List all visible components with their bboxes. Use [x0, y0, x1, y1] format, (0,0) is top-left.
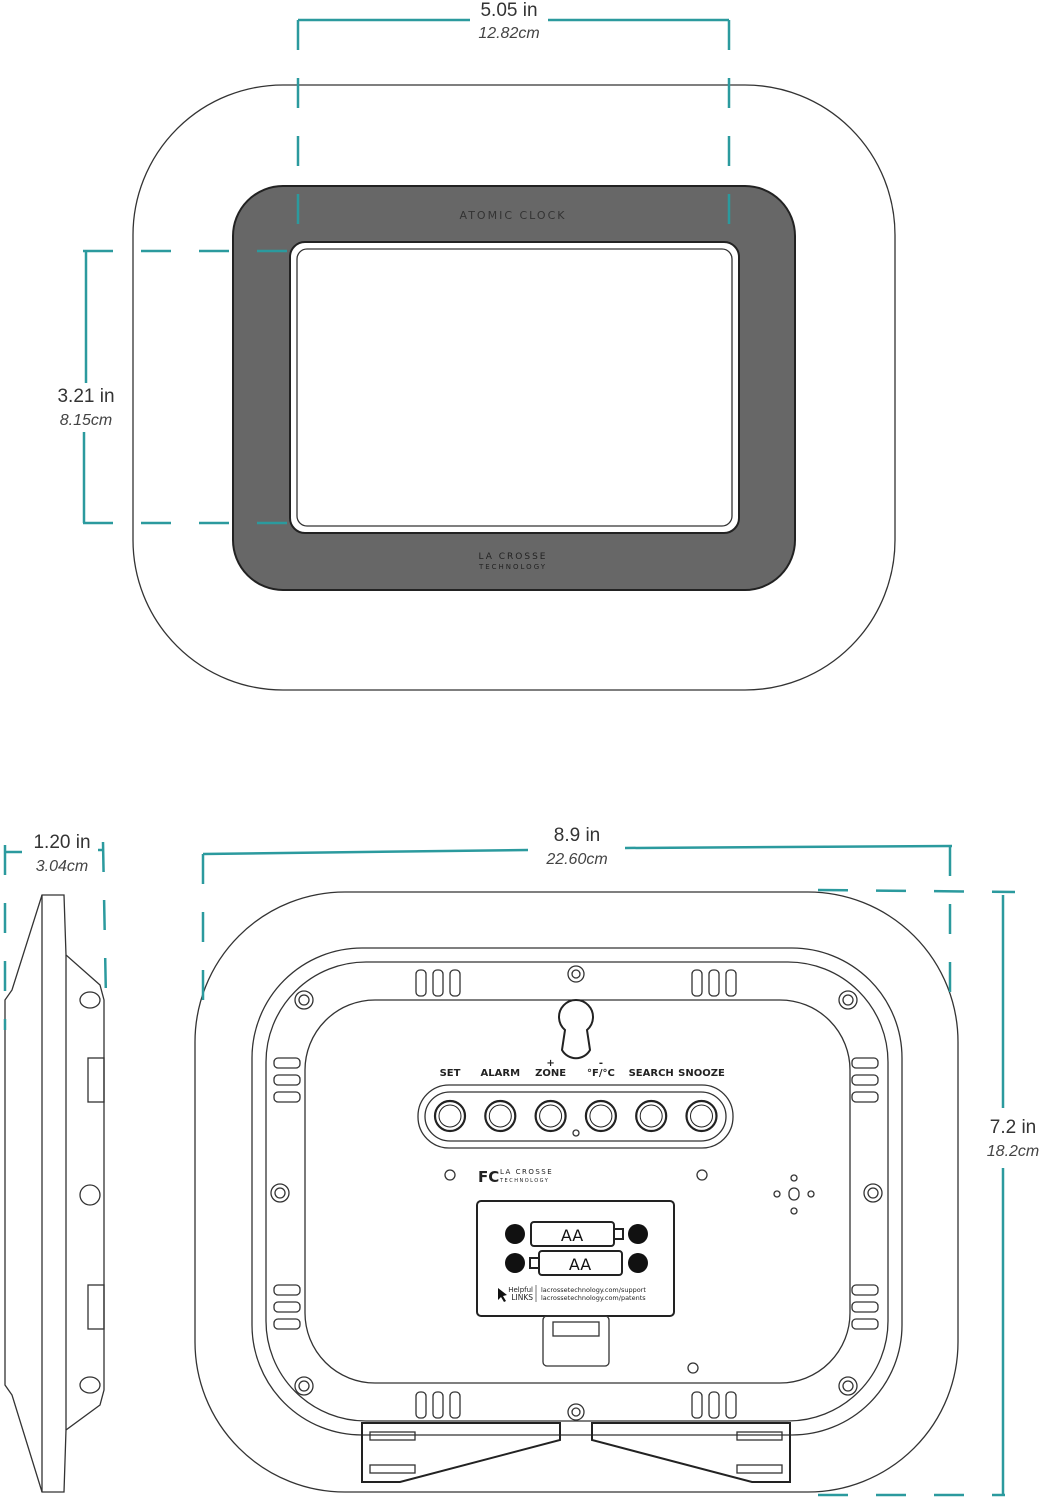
side-view: [4, 894, 105, 1493]
display-width-in: 5.05 in: [480, 0, 537, 21]
front-brand: LA CROSSE: [479, 552, 548, 562]
display-window: [289, 241, 740, 534]
front-brand-sub: TECHNOLOGY: [478, 563, 547, 571]
button-1[interactable]: ALARM: [481, 1068, 521, 1133]
overall-width-in: 8.9 in: [554, 825, 600, 846]
overall-height-cm: 18.2cm: [987, 1143, 1039, 1160]
cursor-icon: [498, 1288, 507, 1302]
overall-width-dimension: 8.9 in 22.60cm: [201, 825, 953, 1000]
depth-in: 1.20 in: [33, 832, 90, 853]
overall-height-in: 7.2 in: [990, 1117, 1036, 1138]
button-mark: +: [546, 1058, 554, 1069]
display-height-dimension: 3.21 in 8.15cm: [57, 249, 300, 525]
button-group: SET ALARM ZONE+ °F/°C- SEARCH SNOOZE: [433, 1058, 725, 1133]
support-link: lacrossetechnology.com/support: [541, 1286, 646, 1294]
display-width-cm: 12.82cm: [478, 25, 539, 42]
button-mark: -: [599, 1058, 603, 1069]
display-width-dimension: 5.05 in 12.82cm: [296, 0, 731, 250]
depth-dimension: 1.20 in 3.04cm: [3, 832, 108, 1030]
battery-label-2: AA: [569, 1255, 591, 1274]
button-5[interactable]: SNOOZE: [678, 1068, 725, 1133]
front-housing: [132, 84, 896, 691]
battery-label-1: AA: [561, 1226, 583, 1245]
back-brand-sub: TECHNOLOGY: [499, 1178, 549, 1184]
back-housing: [194, 891, 959, 1493]
button-label: SNOOZE: [678, 1068, 725, 1079]
links-text: LINKS: [511, 1293, 533, 1302]
overall-height-dimension: 7.2 in 18.2cm: [817, 888, 1039, 1497]
back-brand: LA CROSSE: [500, 1168, 553, 1176]
button-label: ZONE: [535, 1068, 566, 1079]
keyhole-mount: [558, 999, 594, 1060]
button-label: SET: [440, 1068, 461, 1079]
screw-icons: [270, 965, 883, 1421]
button-2[interactable]: ZONE+: [534, 1058, 567, 1133]
button-label: SEARCH: [629, 1068, 674, 1079]
depth-cm: 3.04cm: [36, 858, 88, 875]
fcc-logo: FC: [478, 1168, 499, 1186]
helpful-text: Helpful: [508, 1286, 533, 1294]
front-title: ATOMIC CLOCK: [460, 209, 567, 222]
button-3[interactable]: °F/°C-: [584, 1058, 618, 1133]
front-view: ATOMIC CLOCK LA CROSSE TECHNOLOGY: [132, 84, 896, 691]
button-label: °F/°C: [587, 1068, 615, 1079]
button-0[interactable]: SET: [433, 1068, 467, 1133]
display-height-in: 3.21 in: [57, 386, 114, 407]
button-label: ALARM: [481, 1068, 521, 1079]
overall-width-cm: 22.60cm: [545, 851, 607, 868]
patents-link: lacrossetechnology.com/patents: [541, 1294, 646, 1302]
display-height-cm: 8.15cm: [60, 412, 112, 429]
button-4[interactable]: SEARCH: [629, 1068, 674, 1133]
back-view: SET ALARM ZONE+ °F/°C- SEARCH SNOOZE FC LA CR…: [194, 891, 959, 1493]
